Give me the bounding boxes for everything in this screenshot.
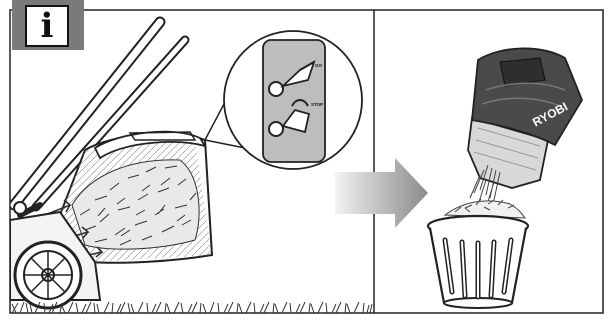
indicator-go-label: GO	[315, 63, 323, 68]
grass-bag-emptying: RYOBI	[468, 48, 582, 188]
transition-arrow	[335, 158, 428, 228]
level-indicator-inset: GO STOP	[224, 31, 362, 169]
info-badge-label: i	[26, 6, 68, 46]
rear-wheel	[15, 242, 81, 308]
emptying-panel: RYOBI	[428, 48, 582, 308]
trash-bin	[428, 216, 528, 308]
indicator-stop-label: STOP	[311, 102, 323, 107]
